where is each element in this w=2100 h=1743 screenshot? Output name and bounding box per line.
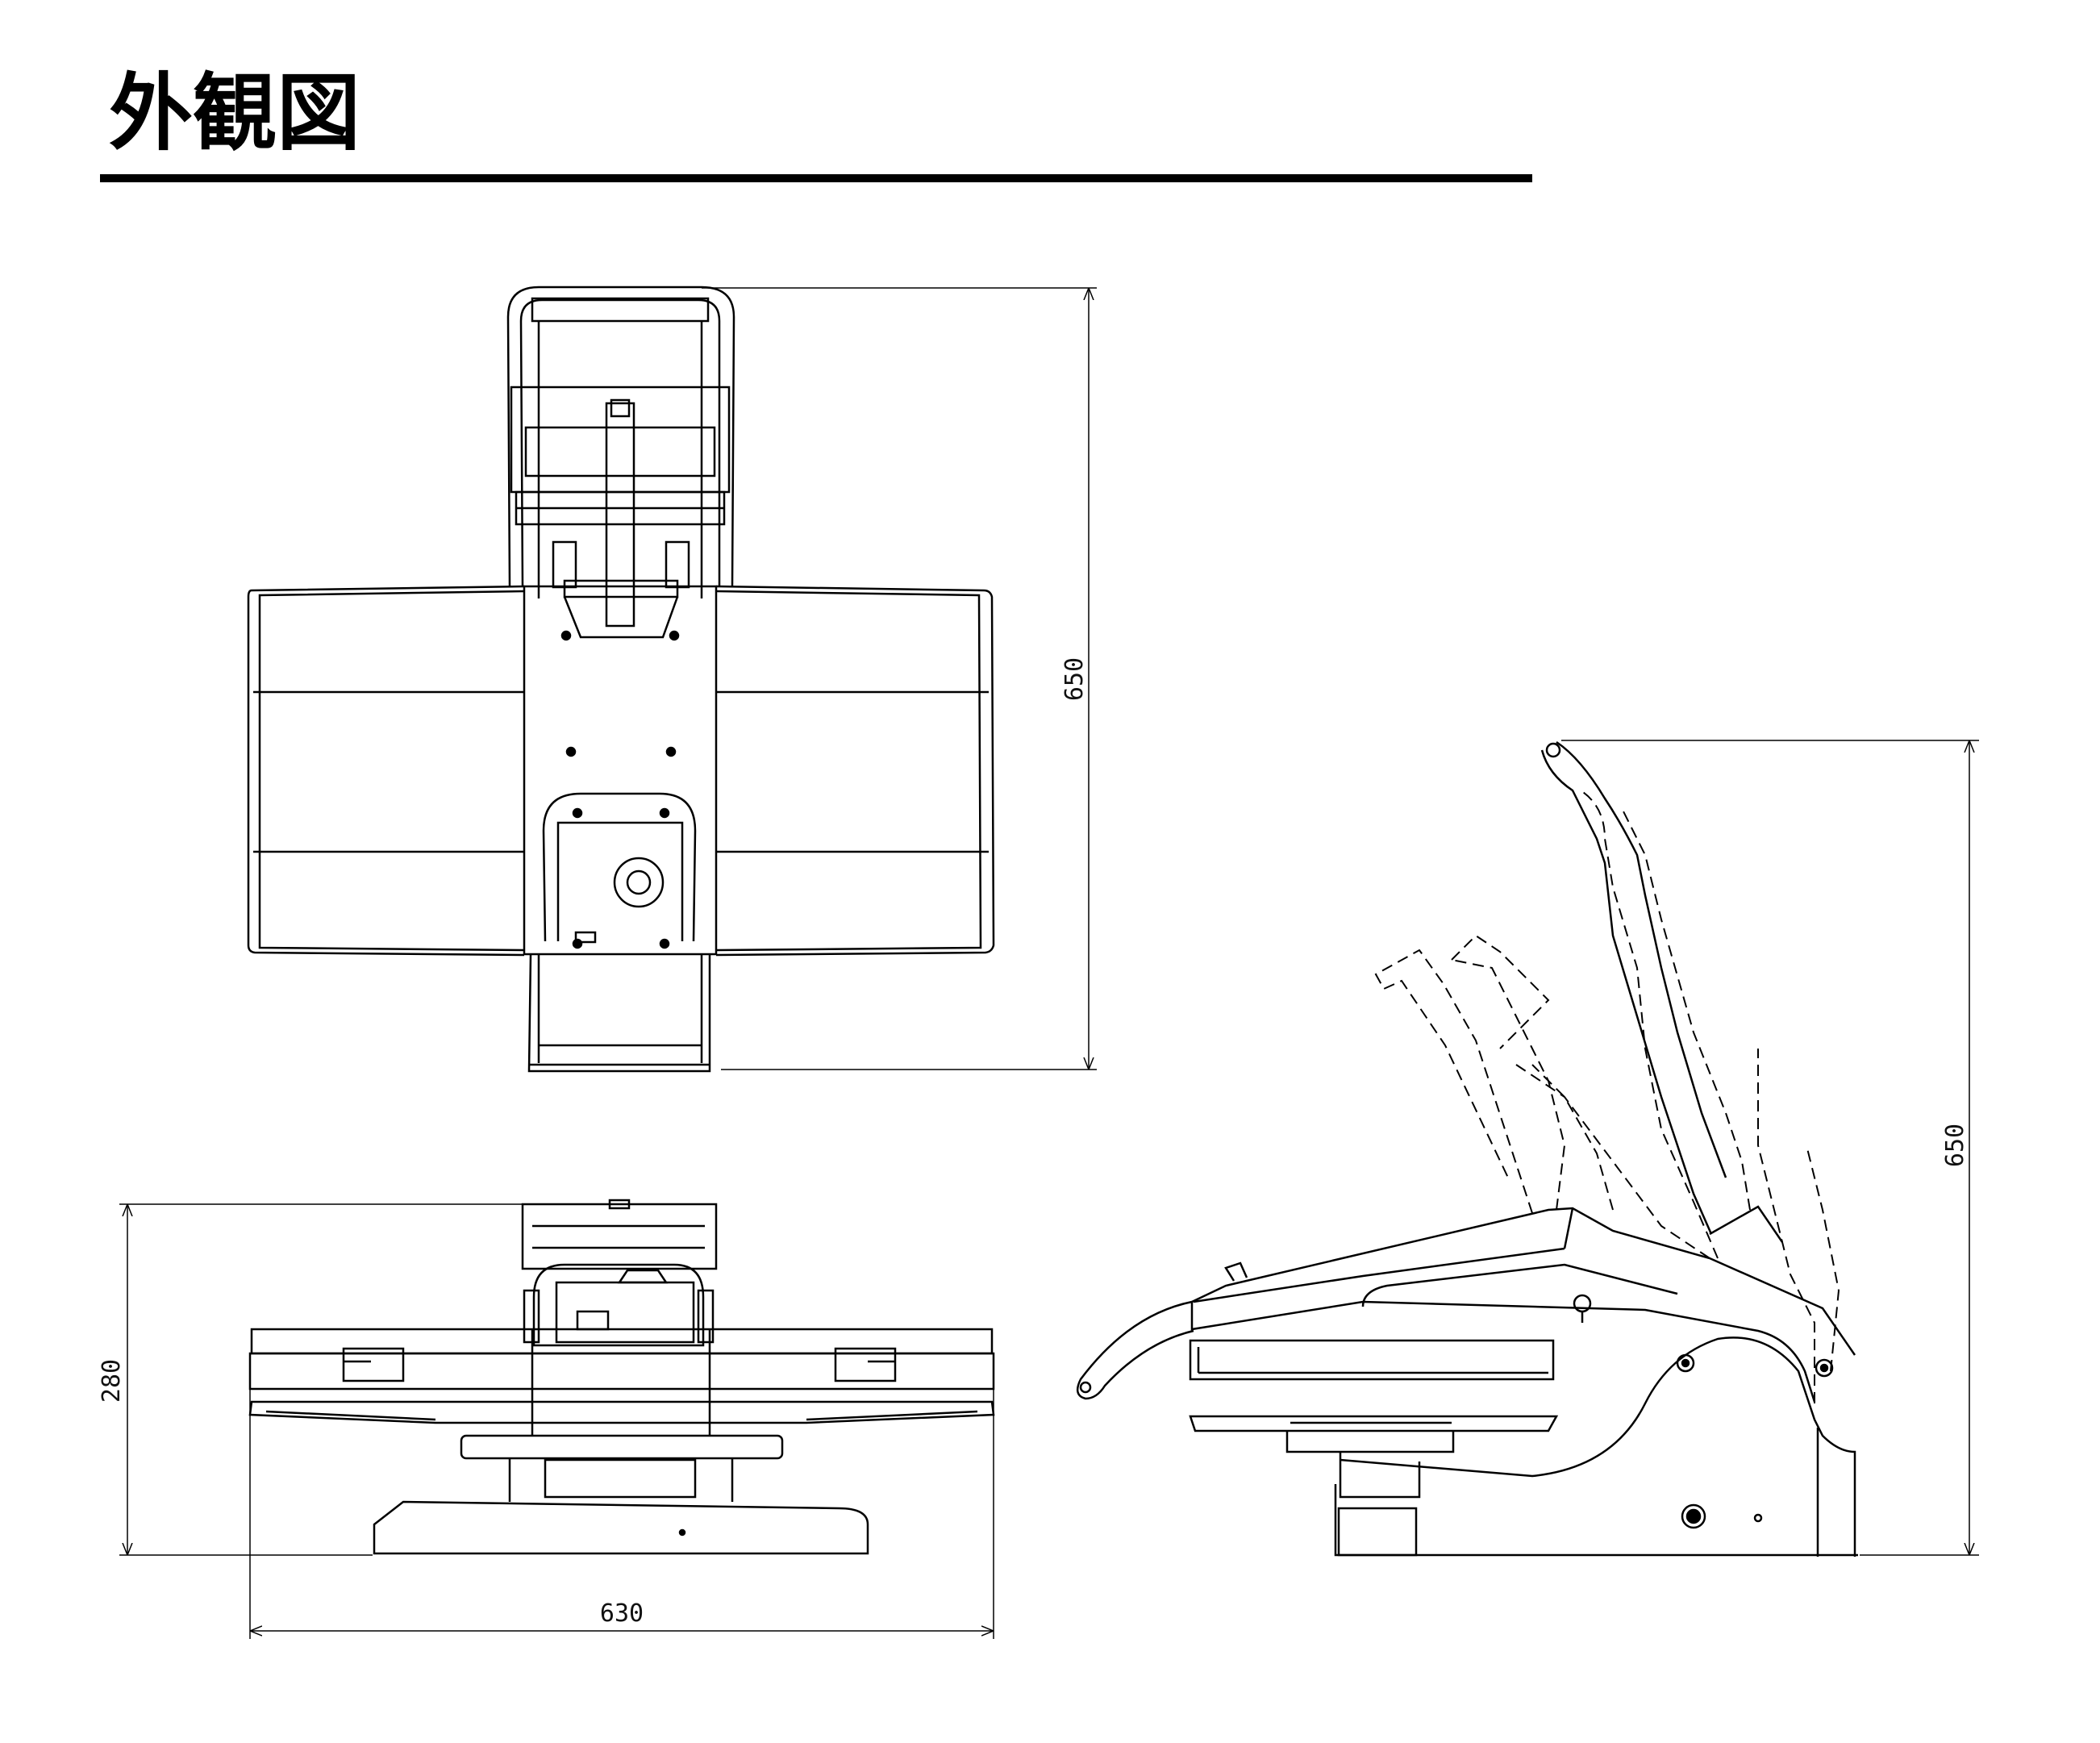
side-view: [1076, 1207, 1858, 1557]
top-view-height-dimension: [702, 287, 1097, 1070]
side-view-height-dimension: [1561, 740, 1979, 1556]
front-view: [248, 1199, 995, 1555]
top-view: [247, 286, 995, 1073]
dim-front-width-label: 630: [600, 1599, 644, 1628]
dim-side-height-label: 650: [1941, 1124, 1969, 1167]
front-view-dimensions: [119, 1203, 994, 1639]
page-title: 外観図: [109, 64, 361, 162]
side-view-raised-handle: [1540, 740, 1784, 1243]
title-underline: [100, 174, 1532, 182]
dim-front-height-label: 280: [98, 1359, 126, 1403]
dim-top-height-label: 650: [1060, 657, 1089, 701]
side-view-open-positions: [1374, 790, 1840, 1403]
